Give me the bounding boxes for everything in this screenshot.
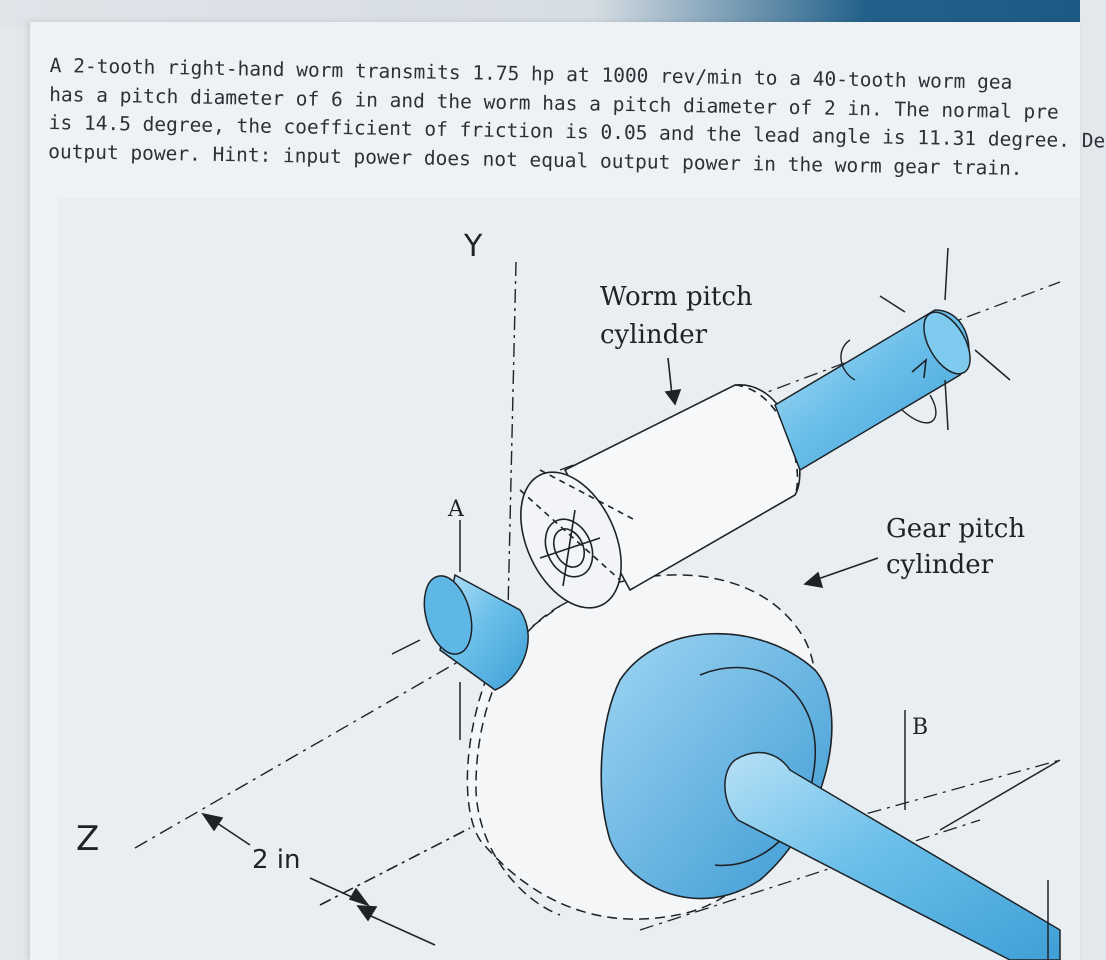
dimension-label: 2 in xyxy=(252,845,301,875)
point-a-label: A xyxy=(447,497,465,522)
worm-gear-figure: Y Z 2 in A B Worm pitch cylinder Gear pi… xyxy=(76,229,1061,960)
worm-label-line1: Worm pitch xyxy=(600,282,753,312)
worm-label-arrow xyxy=(664,357,682,406)
dimension-lines xyxy=(201,812,471,946)
z-axis-line xyxy=(134,654,471,849)
worm-label-line2: cylinder xyxy=(600,320,708,350)
z-axis-label: Z xyxy=(76,819,99,859)
gear-label-line2: cylinder xyxy=(886,550,994,580)
gear-shaft xyxy=(724,710,1061,960)
y-axis-line xyxy=(507,261,517,611)
gear-hub xyxy=(600,632,833,900)
gear-label-line1: Gear pitch xyxy=(886,514,1025,544)
point-b-label: B xyxy=(912,715,928,740)
worm-shaft xyxy=(774,247,1011,472)
worm-shaft-left xyxy=(391,520,529,740)
gear-label-arrow xyxy=(803,557,879,589)
y-axis-label: Y xyxy=(463,229,483,264)
